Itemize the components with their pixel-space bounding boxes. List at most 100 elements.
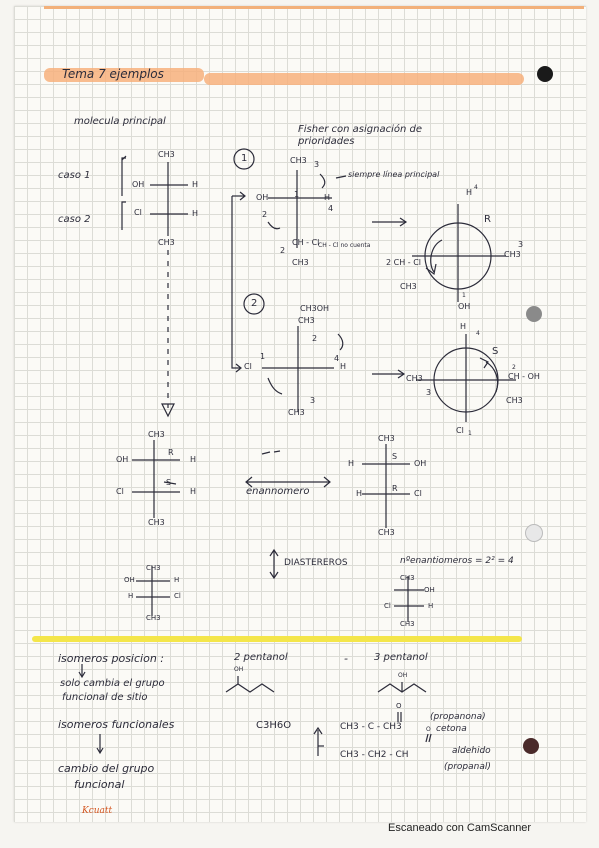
mid-h1: H xyxy=(190,455,197,464)
r-oh: OH xyxy=(458,302,471,311)
fisher-title-line1: Fisher con asignación de xyxy=(298,124,422,135)
lc-h2: H xyxy=(192,209,199,218)
enantiomer-count-formula: nºenantiomeros = 2² = 4 xyxy=(400,556,514,566)
lc-oh: OH xyxy=(132,180,145,189)
functional-note-line1: cambio del grupo xyxy=(58,762,155,775)
mir-h: H xyxy=(348,459,355,468)
notebook-page xyxy=(14,6,586,822)
ex2-n3: 3 xyxy=(310,396,316,405)
r-n1: 1 xyxy=(462,292,466,299)
ketone-oxygen: O xyxy=(396,702,402,710)
main-molecule-label: molecula principal xyxy=(74,116,166,127)
page-title: Tema 7 ejemplos xyxy=(62,67,164,81)
ex1-h: H xyxy=(324,193,331,202)
ex2-ch3oh: CH3OH xyxy=(300,304,330,313)
bl-h2: H xyxy=(128,592,134,600)
ex2-h: H xyxy=(340,362,347,371)
pentanol-3-oh: OH xyxy=(398,672,408,679)
aldehyde-oxygen: O xyxy=(426,726,431,733)
mid-s: S xyxy=(166,478,172,487)
title-highlight-extension xyxy=(204,73,524,85)
br-cl: Cl xyxy=(384,602,391,610)
s-h: H xyxy=(460,322,467,331)
functional-note-line2: funcional xyxy=(74,778,125,791)
position-note-line2: funcional de sitio xyxy=(62,692,148,703)
r-h: H xyxy=(466,188,473,197)
molecular-formula: C3H6O xyxy=(256,720,292,731)
ex1-bottom-group: CH - Cl xyxy=(292,238,320,247)
br-h: H xyxy=(428,602,434,610)
ketone-name-cetona: cetona xyxy=(436,724,467,734)
ketone-structure: CH3 - C - CH3 xyxy=(340,722,402,732)
r-label: R xyxy=(484,214,491,225)
mid-h2: H xyxy=(190,487,197,496)
fisher-title-line2: prioridades xyxy=(298,136,355,147)
page-top-edge xyxy=(44,6,584,9)
ex1-n3: 3 xyxy=(314,160,320,169)
bl-h1: H xyxy=(174,576,180,584)
bl-oh: OH xyxy=(124,576,135,584)
mir-s: S xyxy=(392,452,398,461)
mir-cl: Cl xyxy=(414,489,422,498)
binder-hole-2 xyxy=(526,306,542,322)
pentanol-separator: - xyxy=(344,652,348,665)
lc-h1: H xyxy=(192,180,199,189)
position-isomers-heading: isomeros posicion : xyxy=(58,652,164,665)
s-n2: 2 xyxy=(512,364,516,371)
s-n3: 3 xyxy=(426,388,432,397)
mir-oh: OH xyxy=(414,459,427,468)
functional-isomers-heading: isomeros funcionales xyxy=(58,718,175,731)
ex1-n2b: 2 xyxy=(280,246,286,255)
s-h4: 4 xyxy=(476,330,480,337)
mid-cl: Cl xyxy=(116,487,124,496)
ex1-n1: 1 xyxy=(294,190,300,199)
lc-ch3-bottom: CH3 xyxy=(158,238,175,247)
r-n3: 3 xyxy=(518,240,524,249)
ex2-n2: 2 xyxy=(312,334,318,343)
s-label: S xyxy=(492,346,499,357)
mid-r: R xyxy=(168,448,174,457)
mid-ch3-top: CH3 xyxy=(148,430,165,439)
mir-r: R xyxy=(392,484,398,493)
scanner-watermark: Escaneado con CamScanner xyxy=(388,822,532,834)
section-divider-highlight xyxy=(32,636,522,642)
ex1-ch3b: CH3 xyxy=(292,258,309,267)
position-note-line1: solo cambia el grupo xyxy=(60,678,165,689)
pentanol-2-label: 2 pentanol xyxy=(234,652,288,663)
ex2-cl: Cl xyxy=(244,362,252,371)
s-choh: CH - OH xyxy=(508,372,540,381)
bl-ch3-top: CH3 xyxy=(146,564,161,572)
r-ch-cl: 2 CH - Cl xyxy=(386,258,422,267)
ex2-ch3: CH3 xyxy=(298,316,315,325)
case-1-label: caso 1 xyxy=(58,170,91,181)
bl-cl: Cl xyxy=(174,592,181,600)
lc-cl: Cl xyxy=(134,208,142,217)
ex1-n4: 4 xyxy=(328,204,334,213)
mir-ch3-bottom: CH3 xyxy=(378,528,395,537)
r-h4: 4 xyxy=(474,184,478,191)
ketone-name-propanona: (propanona) xyxy=(430,712,486,722)
mid-ch3-bottom: CH3 xyxy=(148,518,165,527)
step-2-number: 2 xyxy=(251,298,258,309)
s-ch3: CH3 xyxy=(406,374,423,383)
aldehyde-structure: CH3 - CH2 - CH xyxy=(340,750,409,760)
s-n1: 1 xyxy=(468,430,472,437)
pentanol-2-oh: OH xyxy=(234,666,244,673)
case-2-label: caso 2 xyxy=(58,214,91,225)
pentanol-3-label: 3 pentanol xyxy=(374,652,428,663)
enantiomer-label: enannomero xyxy=(246,486,310,497)
notebook-brand-logo: Kcuatt xyxy=(82,806,113,816)
aldehyde-name-propanal: (propanal) xyxy=(444,762,491,772)
ex2-n4: 4 xyxy=(334,354,340,363)
principal-line-note: siempre línea principal xyxy=(348,170,440,179)
ex2-ch3b: CH3 xyxy=(288,408,305,417)
ex2-n1: 1 xyxy=(260,352,266,361)
mid-oh: OH xyxy=(116,455,129,464)
br-ch3-bottom: CH3 xyxy=(400,620,415,628)
ex1-oh: OH xyxy=(256,193,269,202)
ex1-no-cuenta: CH - Cl no cuenta xyxy=(318,242,371,249)
mir-h2: H xyxy=(356,489,363,498)
lc-ch3-top: CH3 xyxy=(158,150,175,159)
br-oh: OH xyxy=(424,586,435,594)
r-ch3b: CH3 xyxy=(400,282,417,291)
